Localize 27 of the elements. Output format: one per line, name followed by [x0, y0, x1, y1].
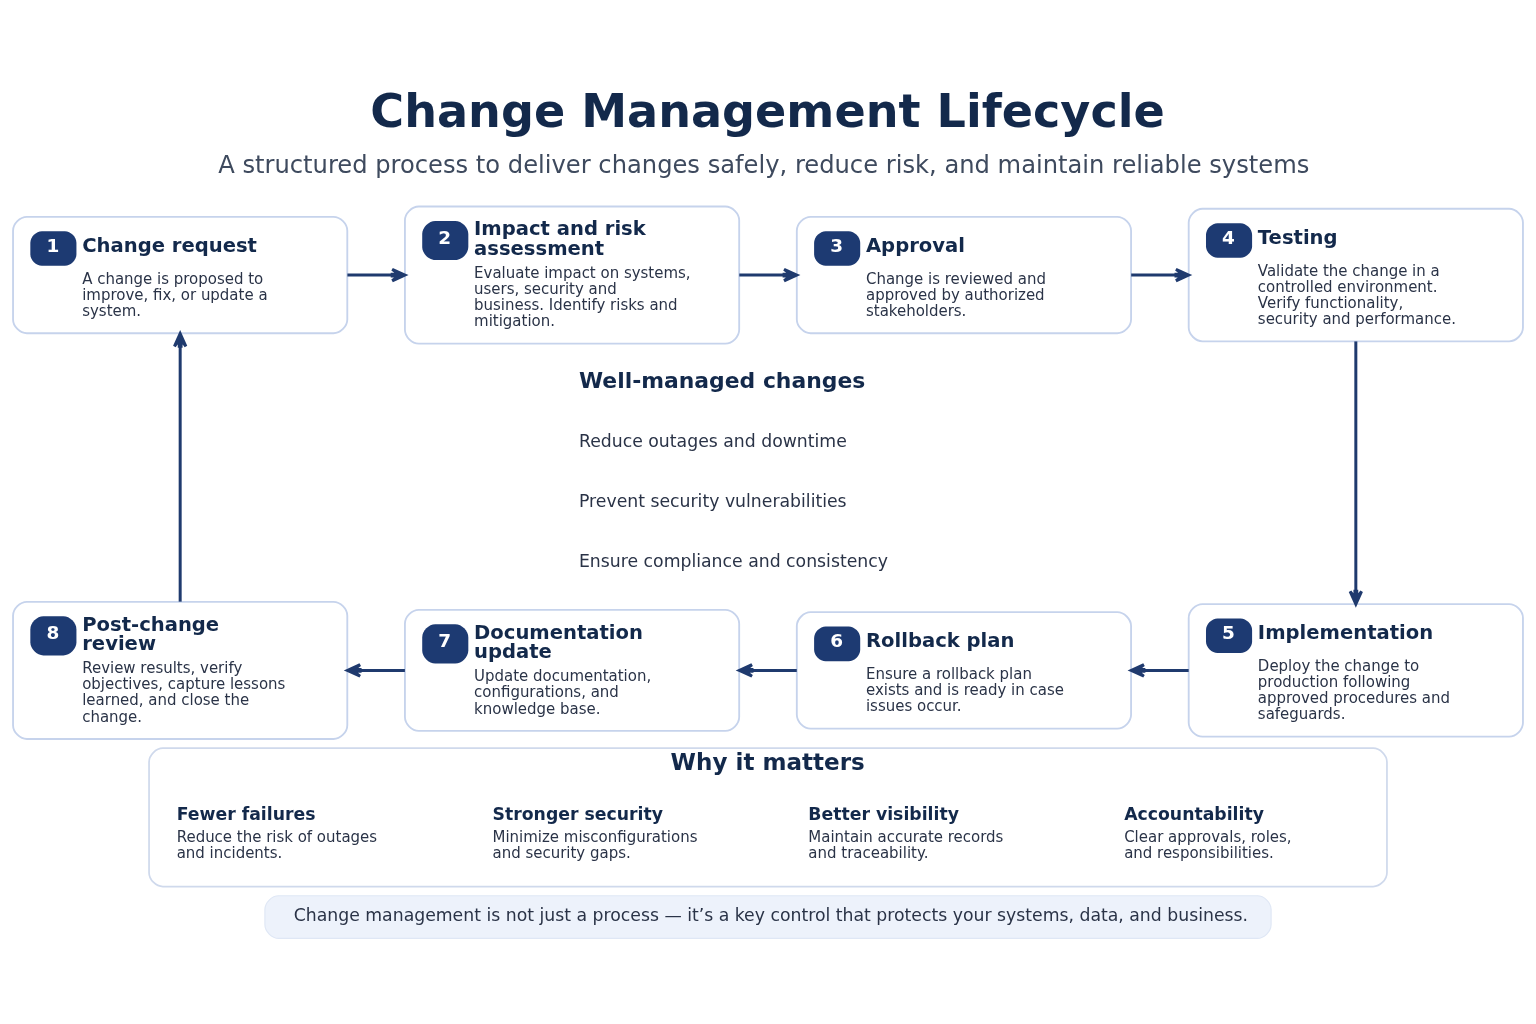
- arrow: [737, 662, 797, 678]
- label: Well-managed changes: [578, 367, 866, 393]
- diagram-title: Change Management Lifecycle: [370, 83, 1165, 138]
- arrow: [345, 662, 405, 678]
- label: Ensure compliance and consistency: [578, 550, 888, 571]
- node-box: Change management is not just a process — it’s a key control that protects your systems, data, and business.: [264, 894, 1272, 939]
- node-box: 6 Rollback plan Ensure a rollback plan exists and is ready in case issues occur.: [795, 610, 1132, 730]
- arrow: [1131, 267, 1191, 282]
- arrow: [347, 267, 407, 282]
- node-box: 7 Documentation update Update documentation, configurations, and knowledge base.: [404, 608, 741, 732]
- arrow: [1348, 340, 1364, 606]
- arrow: [739, 267, 799, 282]
- label: Reduce outages and downtime: [578, 430, 847, 451]
- node-box: 1 Change request A change is proposed to improve, fix, or update a system.: [12, 215, 349, 334]
- node-box: 5 Implementation Deploy the change to production following approved procedures and safeguards.: [1187, 602, 1524, 738]
- node-text: Fewer failures Reduce the risk of outages and incidents.: [176, 803, 378, 862]
- node-box: 2 Impact and risk assessment Evaluate impact on systems, users, security and business. Identify risks and mitigation.: [404, 205, 741, 345]
- label: A structured process to deliver changes safely, reduce risk, and maintain reliable systems: [218, 150, 1310, 179]
- node-box: 3 Approval Change is reviewed and approved by authorized stakeholders.: [795, 215, 1132, 334]
- node-text: Accountability Clear approvals, roles, and responsibilities.: [1124, 803, 1292, 862]
- node-text: Stronger security Minimize misconfigurations and security gaps.: [492, 803, 698, 862]
- arrow: [1129, 662, 1189, 678]
- arrow: [172, 331, 188, 602]
- label: Prevent security vulnerabilities: [578, 490, 847, 511]
- node-box: 4 Testing Validate the change in a controlled environment. Verify functionality, security and performance.: [1187, 207, 1524, 342]
- node-text: Better visibility Maintain accurate records and traceability.: [808, 803, 1004, 862]
- node-box: 8 Post-change review Review results, verify objectives, capture lessons learned, and close the change.: [12, 600, 349, 740]
